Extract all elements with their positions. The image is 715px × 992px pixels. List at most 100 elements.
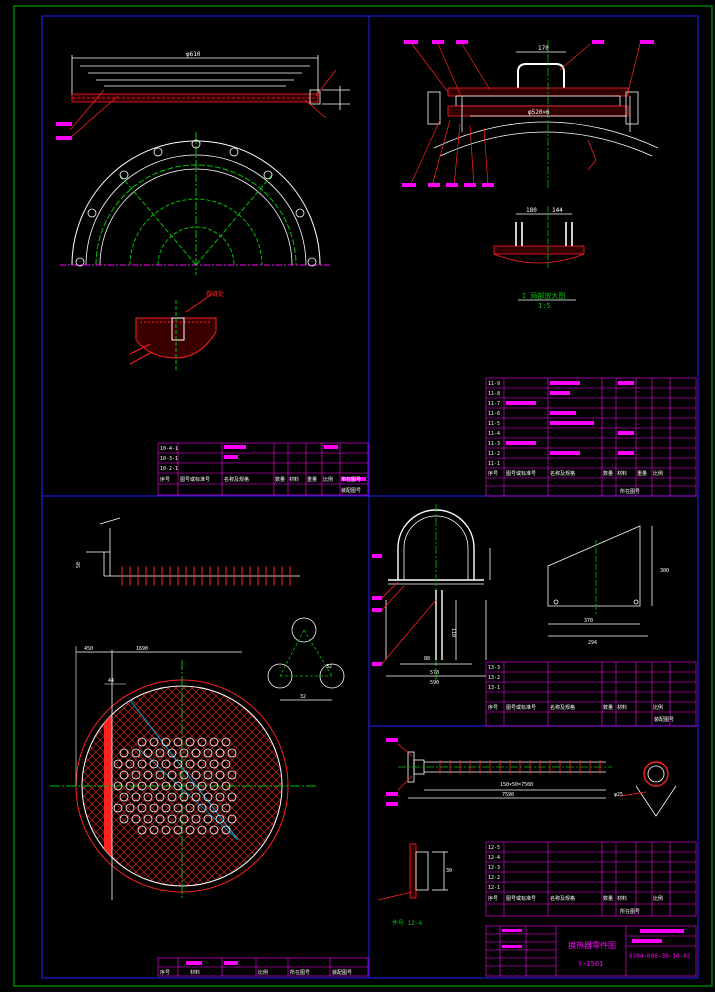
tri-side-dim: 32	[300, 694, 306, 700]
parts-table-4	[485, 841, 697, 917]
bolt-holes	[75, 139, 317, 267]
tie-rod-view	[397, 743, 677, 817]
svg-text:装配图号: 装配图号	[654, 716, 674, 723]
svg-text:12-2: 12-2	[488, 875, 500, 881]
tube-holes	[113, 737, 237, 835]
flange-label-pink	[56, 122, 72, 126]
svg-text:11-5: 11-5	[488, 421, 500, 427]
svg-text:材料: 材料	[617, 704, 627, 711]
tube-sheet-view	[50, 646, 318, 900]
bar-width-dim: 180	[526, 207, 537, 214]
t3-fills	[186, 961, 238, 965]
drawing-title: 换热器零件图	[568, 940, 616, 950]
svg-text:图号或标准号: 图号或标准号	[180, 476, 210, 483]
svg-text:材料: 材料	[617, 895, 627, 902]
weld-label: 焊缝处	[206, 290, 224, 298]
svg-text:11-8: 11-8	[488, 391, 500, 397]
svg-text:13-1: 13-1	[488, 685, 500, 691]
parts-table-3	[157, 957, 369, 977]
manhole-view	[427, 40, 659, 190]
flange-label-pink2	[56, 136, 72, 140]
tube-length-dim: 7590	[502, 792, 514, 798]
svg-text:序号: 序号	[160, 969, 170, 976]
t-mid-rows: 13-3 13-2 13-1	[488, 665, 500, 691]
t1-fill-1	[224, 445, 246, 449]
svg-text:12-5: 12-5	[488, 845, 500, 851]
svg-text:比例: 比例	[258, 969, 268, 976]
tie-rod-labels	[386, 738, 398, 806]
svg-text:名称及规格: 名称及规格	[550, 470, 575, 477]
svg-text:11-7: 11-7	[488, 401, 500, 407]
svg-text:所在图号: 所在图号	[620, 488, 640, 495]
plate-base-dim: 370	[584, 618, 593, 624]
svg-text:所在图号: 所在图号	[620, 908, 640, 915]
frame-height-dim: 110	[450, 628, 456, 637]
plate-height-dim: 300	[660, 568, 669, 574]
t1-fill-4	[342, 477, 366, 481]
svg-text:图号或标准号: 图号或标准号	[506, 704, 536, 711]
svg-text:材料: 材料	[289, 476, 299, 483]
title-block	[485, 925, 697, 977]
svg-text:数量: 数量	[603, 704, 613, 711]
manhole-labels	[402, 40, 654, 187]
svg-text:重量: 重量	[307, 476, 317, 483]
t3-header: 序号 材料 比例 所在图号 装配图号	[160, 969, 352, 976]
u-frame-labels	[372, 554, 382, 666]
plate-width-dim: 294	[588, 640, 597, 646]
inner-frame	[41, 15, 699, 979]
flange-plan-view	[60, 132, 332, 275]
frame-offset-dim: 88	[424, 656, 430, 662]
tube-ticks	[121, 566, 291, 586]
t4-header: 序号 图号或标准号 名称及规格 数量 材料 比例 所在图号	[488, 895, 663, 915]
svg-text:13-3: 13-3	[488, 665, 500, 671]
svg-text:所在图号: 所在图号	[341, 476, 361, 483]
svg-text:11-6: 11-6	[488, 411, 500, 417]
baffle-side-view	[86, 517, 300, 577]
drawing-number: 0704-000-30-10-02	[629, 953, 691, 960]
title-fills	[502, 929, 684, 948]
svg-text:12-3: 12-3	[488, 865, 500, 871]
triangle-pitch-view	[267, 617, 345, 701]
seal-part-view	[377, 843, 448, 901]
t1-row-3: 10-2-1	[160, 466, 178, 472]
svg-text:序号: 序号	[488, 704, 498, 711]
flange-outer-dim: φ610	[186, 51, 201, 58]
svg-text:序号: 序号	[160, 476, 170, 483]
svg-text:比例: 比例	[653, 895, 663, 902]
svg-text:图号或标准号: 图号或标准号	[506, 895, 536, 902]
svg-text:名称及规格: 名称及规格	[550, 895, 575, 902]
svg-text:13-2: 13-2	[488, 675, 500, 681]
svg-text:12-4: 12-4	[488, 855, 500, 861]
detail-scale: 1:5	[538, 302, 551, 310]
svg-text:12-1: 12-1	[488, 885, 500, 891]
svg-text:名称及规格: 名称及规格	[550, 704, 575, 711]
manhole-leaders	[409, 43, 641, 187]
svg-text:名称及规格: 名称及规格	[224, 476, 249, 483]
svg-text:图号或标准号: 图号或标准号	[506, 470, 536, 477]
svg-text:材料: 材料	[190, 969, 200, 976]
t2-header: 序号 图号或标准号 名称及规格 数量 材料 重量 比例 所在图号	[488, 470, 663, 495]
svg-text:序号: 序号	[488, 895, 498, 902]
detail-i-view	[493, 206, 585, 301]
svg-text:序号: 序号	[488, 470, 498, 477]
t1-fill-2	[224, 455, 238, 459]
gap-44-dim: 44	[108, 678, 114, 684]
span-1690-dim: 1690	[136, 646, 148, 652]
seal-height-dim: 30	[446, 868, 452, 874]
tie-rod-ticks	[439, 760, 601, 774]
offset-450-dim: 450	[84, 646, 93, 652]
svg-text:11-9: 11-9	[488, 381, 500, 387]
svg-text:数量: 数量	[275, 476, 285, 483]
handle-width-dim: 170	[538, 45, 549, 52]
svg-text:比例: 比例	[653, 470, 663, 477]
u-frame-view	[379, 504, 491, 680]
flange-leader-lines	[69, 69, 337, 139]
svg-text:装配图号: 装配图号	[332, 969, 352, 976]
pitch-dim: 32	[326, 664, 332, 670]
t1-row-2: 10-3-1	[160, 456, 178, 462]
svg-text:11-3: 11-3	[488, 441, 500, 447]
support-plate-view	[547, 525, 653, 637]
tube-dia-dim: φ25	[614, 792, 623, 798]
frame-outer-dim: 590	[430, 680, 439, 686]
